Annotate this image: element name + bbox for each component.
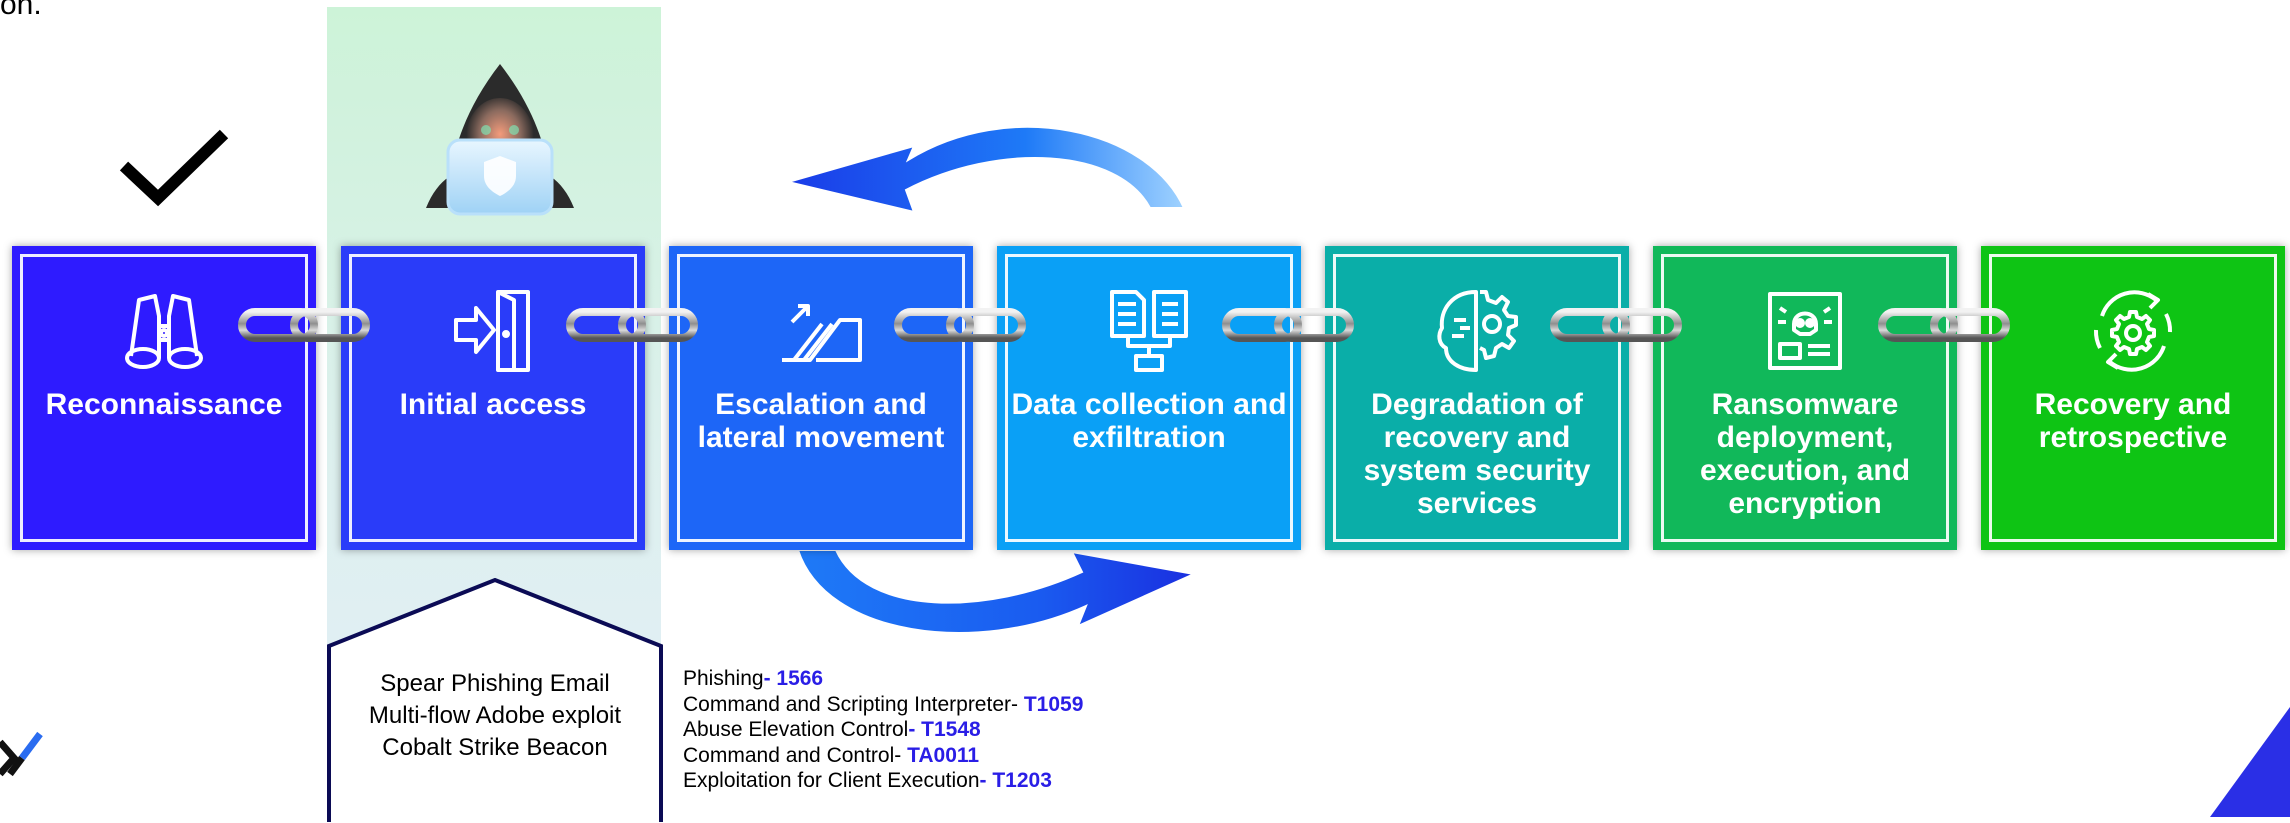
initial-access-methods: Spear Phishing Email Multi-flow Adobe ex… (327, 668, 663, 764)
stage-reconnaissance: Reconnaissance (12, 246, 316, 550)
door-enter-icon (454, 290, 530, 372)
chain-link-icon (1550, 308, 1682, 342)
top-text-fragment: on. (0, 0, 42, 21)
technique-id: T1548 (921, 718, 981, 741)
stage-label: Escalation and lateral movement (697, 388, 945, 454)
technique-item: Phishing- 1566 (683, 667, 824, 690)
technique-list: Phishing- 1566 Command and Scripting Int… (683, 666, 1083, 794)
method-item: Multi-flow Adobe exploit (368, 702, 622, 729)
stage-label: Initial access (399, 388, 587, 421)
initial-access-callout (327, 578, 663, 822)
chain-link-icon (1222, 308, 1354, 342)
stage-ransomware: Ransomware deployment, execution, and en… (1653, 246, 1957, 550)
chain-link-icon (894, 308, 1026, 342)
logo-icon (0, 731, 43, 777)
method-item: Cobalt Strike Beacon (382, 734, 608, 761)
technique-id: 1566 (776, 667, 824, 690)
stage-initial-access: Initial access (341, 246, 645, 550)
technique-item: Command and Control- TA0011 (683, 743, 980, 767)
chain-link-icon (1878, 308, 2010, 342)
binoculars-icon (125, 294, 203, 369)
stage-recovery: Recovery and retrospective (1981, 246, 2285, 550)
curved-arrow-back-icon (788, 125, 1186, 214)
stage-label: Reconnaissance (45, 388, 283, 421)
stage-label: Degradation of recovery and system secur… (1363, 388, 1591, 520)
corner-decoration (2210, 707, 2290, 817)
technique-item: Command and Scripting Interpreter- T1059 (683, 692, 1084, 716)
technique-item: Abuse Elevation Control- T1548 (683, 718, 981, 741)
technique-id: T1203 (992, 769, 1052, 792)
stage-label: Recovery and retrospective (2034, 388, 2232, 454)
skull-screen-icon (1768, 292, 1842, 370)
brain-gear-icon (1437, 290, 1518, 372)
curved-arrow-forward-icon (796, 549, 1196, 634)
method-item: Spear Phishing Email (380, 670, 610, 697)
checkmark-icon (119, 129, 229, 207)
technique-id: TA0011 (907, 743, 980, 767)
escalator-icon (782, 304, 862, 362)
hacker-icon (426, 64, 574, 216)
data-transfer-icon (1110, 290, 1188, 372)
chain-link-icon (238, 308, 370, 342)
technique-id: T1059 (1023, 692, 1084, 716)
stage-label: Data collection and exfiltration (1011, 388, 1287, 454)
gear-cycle-icon (2093, 290, 2173, 372)
chain-link-icon (566, 308, 698, 342)
stage-data-collection: Data collection and exfiltration (997, 246, 1301, 550)
stage-escalation: Escalation and lateral movement (669, 246, 973, 550)
stage-label: Ransomware deployment, execution, and en… (1699, 388, 1911, 520)
stage-degradation: Degradation of recovery and system secur… (1325, 246, 1629, 550)
technique-item: Exploitation for Client Execution- T1203 (683, 769, 1052, 792)
